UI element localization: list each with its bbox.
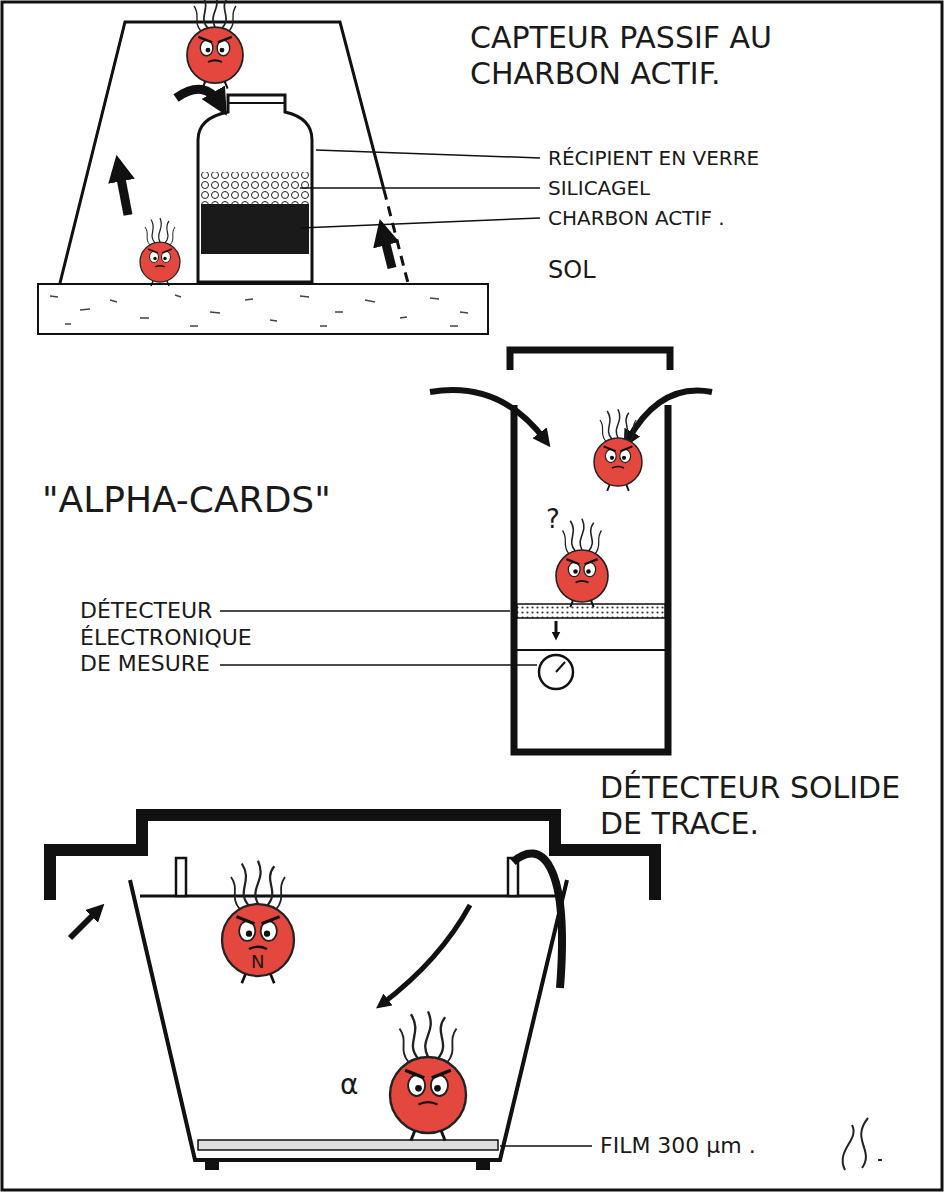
part-label: SOL — [548, 256, 596, 285]
panel-title-holder: DÉTECTEUR SOLIDE DE TRACE. — [600, 770, 915, 842]
symbol-letter-holder: α — [340, 1068, 358, 1102]
alpha-card — [220, 350, 712, 752]
part-label-holder: SOL — [548, 256, 596, 285]
leader-line — [500, 1145, 592, 1147]
part-label-holder: CHARBON ACTIF . — [548, 206, 725, 230]
panel-title-holder: CAPTEUR PASSIF AU CHARBON ACTIF. — [470, 20, 785, 92]
signature-mark — [843, 1118, 882, 1170]
leader-line — [220, 611, 537, 665]
speech-mark: ? — [546, 504, 560, 535]
part-label-holder: RÉCIPIENT EN VERRE — [548, 146, 759, 170]
symbol-letter-holder: N — [251, 951, 264, 973]
part-label: ÉLECTRONIQUE DE MESURE — [80, 625, 263, 678]
part-label-holder: ÉLECTRONIQUE DE MESURE — [80, 625, 263, 678]
panel-title: CAPTEUR PASSIF AU CHARBON ACTIF. — [470, 20, 785, 92]
part-label: SILICAGEL — [548, 176, 650, 200]
leader-line — [300, 150, 540, 228]
part-label: DÉTECTEUR — [80, 598, 212, 624]
speech-mark-holder: ? — [546, 504, 560, 535]
symbol-letter: N — [251, 951, 264, 973]
part-label: CHARBON ACTIF . — [548, 206, 725, 230]
part-label: RÉCIPIENT EN VERRE — [548, 146, 759, 170]
part-label-holder: DÉTECTEUR — [80, 598, 212, 624]
symbol-letter: α — [340, 1068, 358, 1102]
panel-title: DÉTECTEUR SOLIDE DE TRACE. — [600, 770, 915, 842]
part-label-holder: SILICAGEL — [548, 176, 650, 200]
track-detector — [50, 815, 655, 1170]
charcoal-sensor — [38, 0, 540, 334]
panel-title-holder: "ALPHA-CARDS" — [42, 478, 331, 521]
panel-title: "ALPHA-CARDS" — [42, 478, 331, 521]
part-label-holder: FILM 300 µm . — [600, 1133, 756, 1159]
part-label: FILM 300 µm . — [600, 1133, 756, 1159]
